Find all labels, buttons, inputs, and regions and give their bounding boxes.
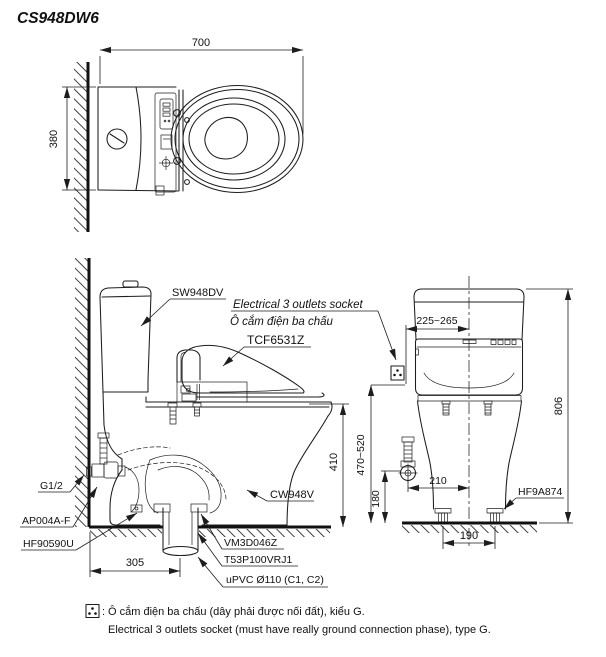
dim-700-label: 700 [192,37,210,49]
floor-hatch [199,529,330,537]
drain-assembly [153,503,208,557]
floor-hatch [402,525,537,533]
cistern-outline [99,280,152,393]
dim-180-label: 180 [370,490,382,508]
control-panel [154,92,177,196]
foot-bolt-caps [434,508,504,524]
label-angle-valve: AP004A-F [22,515,70,527]
seat-gasket-band [417,395,522,402]
dimension-210: 210 [407,475,469,492]
seat-fixing-bolts [167,402,202,425]
toilet-top-outline [97,86,179,192]
pedestal-front [416,400,523,524]
label-drain-pipe: uPVC Ø110 (C1, C2) [226,574,324,586]
footnote-line-vi: Ô cắm điện ba chấu (dây phải được nối đấ… [108,605,365,618]
dim-470-520-label: 470~520 [355,434,367,475]
washlet-lid [181,344,305,394]
dim-305-label: 305 [126,557,144,569]
mount-bolts [441,400,493,416]
top-view: 700 380 [48,37,304,232]
bowl-outline [102,391,329,528]
dimension-470-520: 470~520 [355,384,405,523]
label-washlet: TCF6531Z [247,333,304,347]
side-view-labels: SW948DV Electrical 3 outlets socket Ô cắ… [20,287,397,588]
label-cistern: SW948DV [172,287,224,299]
seat-and-rim [145,392,333,425]
dim-410-label: 410 [328,453,340,471]
dimension-305: 305 [89,532,181,577]
label-drain-joint: T53P100VRJ1 [224,554,292,566]
wall-hatch [75,258,89,527]
washlet-body [176,349,248,403]
water-inlet-fitting [398,436,418,483]
label-drain-flange: VM3D046Z [224,537,278,549]
tank-button [122,280,139,288]
label-socket-en: Electrical 3 outlets socket [233,299,364,311]
washlet-buttons [415,339,517,356]
flush-button [106,128,128,150]
dimension-190: 190 [442,526,496,549]
footnote: : Ô cắm điện ba chấu (dây phải được nối … [85,603,491,636]
dim-210-label: 210 [429,475,447,487]
label-bolt-caps: HF9A874 [503,486,564,510]
label-socket-vi: Ô cắm điện ba chấu [230,315,334,328]
dim-190-label: 190 [460,530,478,542]
side-view: SW948DV Electrical 3 outlets socket Ô cắ… [20,258,397,588]
dimension-410: 410 [309,403,349,527]
front-view: 225~265 470~520 180 210 806 190 [355,276,573,549]
drawing-title: CS948DW6 [17,10,99,27]
dim-380-label: 380 [48,130,60,148]
seat-lid-ovals [170,84,304,194]
footnote-separator: : [102,606,105,618]
dimension-180: 180 [370,470,401,523]
washlet-front [414,338,524,416]
socket-icon [390,365,405,381]
label-fixing-kit: HF90590U [23,538,74,550]
socket-icon [85,603,100,619]
dimension-806: 806 [526,288,573,524]
dimension-700: 700 [99,37,304,134]
dimension-380: 380 [48,86,96,191]
dim-225-265-label: 225~265 [416,315,457,327]
floor-hatch [90,529,162,537]
fixing-bolt-part [130,504,143,513]
water-surface [204,116,248,160]
supply-valve [86,432,143,513]
label-bowl: CW948V [270,489,315,501]
label-hf9a874: HF9A874 [518,486,563,498]
dim-806-label: 806 [553,397,565,415]
wall-hatch [74,62,88,232]
tank-front [413,288,525,341]
dimension-225-265: 225~265 [405,315,469,384]
remote-control [159,98,174,130]
label-supply-thread: G1/2 [40,480,63,492]
footnote-line-en: Electrical 3 outlets socket (must have r… [108,624,491,636]
